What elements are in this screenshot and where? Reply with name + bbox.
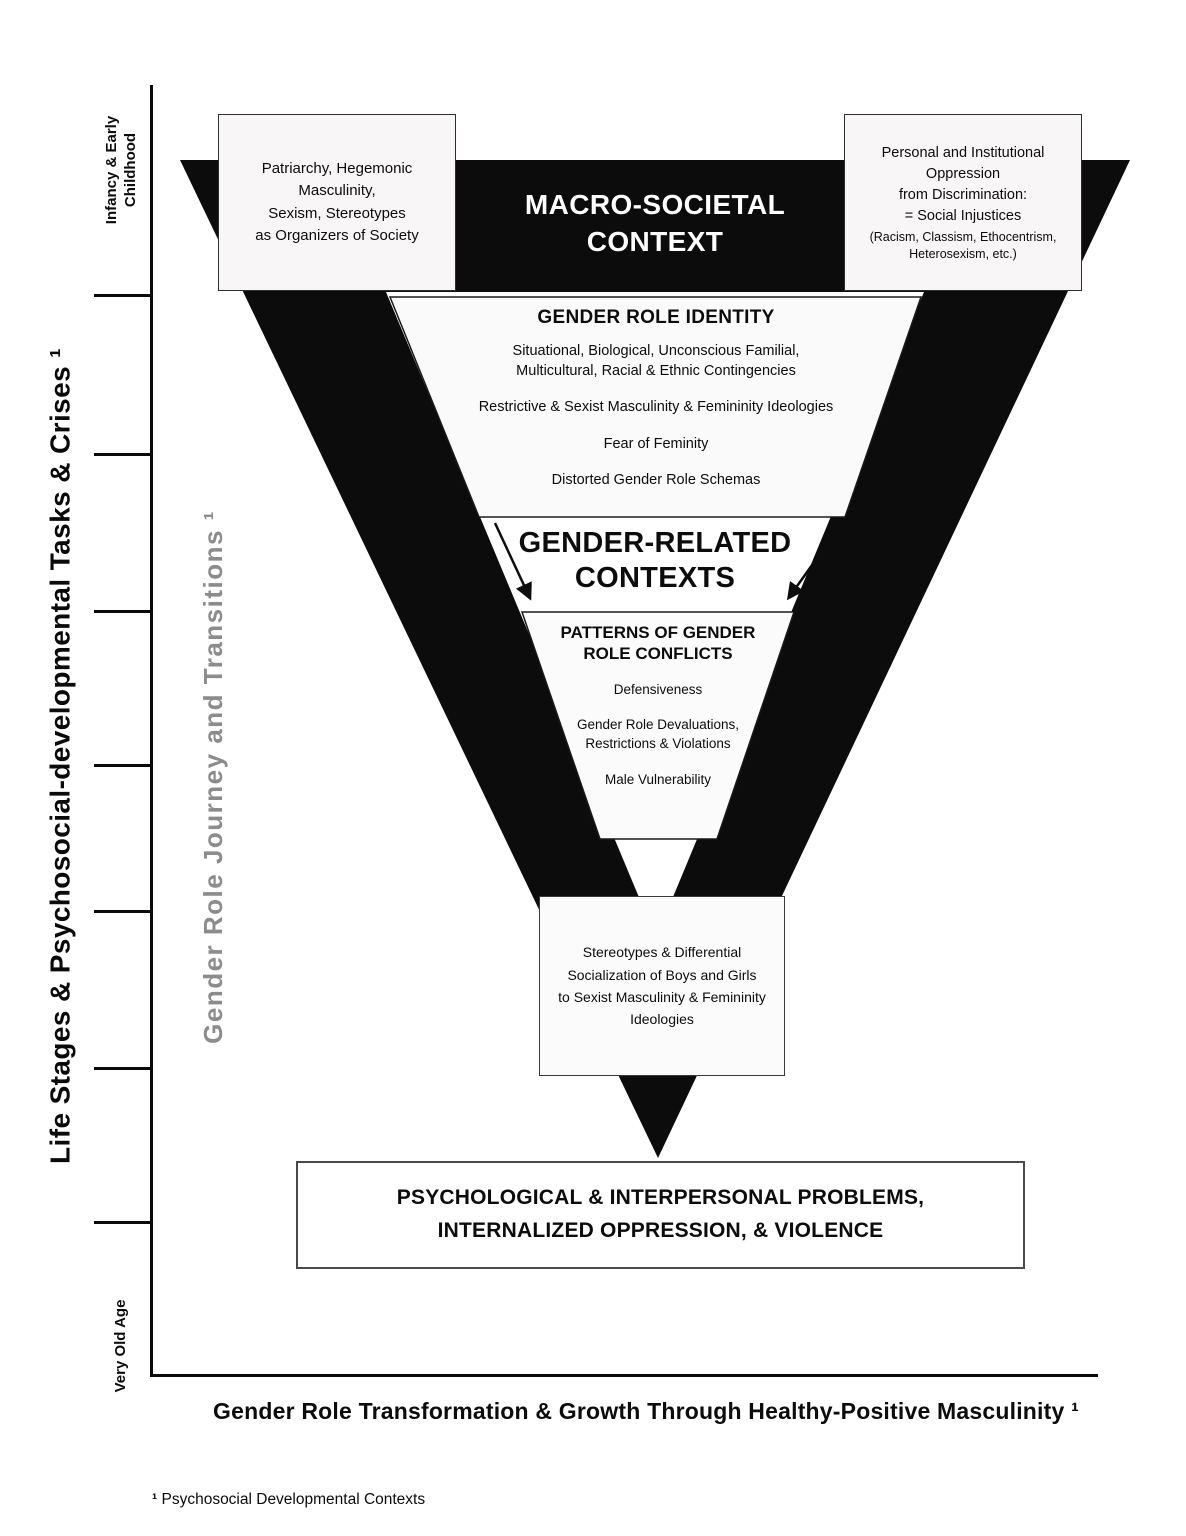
x-axis-line — [150, 1374, 1098, 1377]
identity-item: Situational, Biological, Unconscious Fam… — [512, 343, 800, 379]
x-axis-label: Gender Role Transformation & Growth Thro… — [213, 1398, 1079, 1424]
patterns-item: Defensiveness — [613, 681, 703, 697]
y-axis-tick — [94, 764, 152, 767]
oppression-context-box: Personal and Institutional Oppression fr… — [844, 114, 1082, 291]
life-stages-axis-label: Life Stages & Psychosocial-developmental… — [44, 348, 76, 1164]
identity-item: Restrictive & Sexist Masculinity & Femin… — [478, 399, 834, 416]
y-axis-tick — [94, 1221, 152, 1224]
socialization-box: Stereotypes & Differential Socialization… — [539, 896, 785, 1076]
oppression-context-subtext: (Racism, Classism, Ethocentrism, Heteros… — [869, 229, 1057, 261]
identity-item: Distorted Gender Role Schemas — [551, 472, 761, 489]
very-old-age-label: Very Old Age — [112, 1299, 129, 1393]
patriarchy-context-box: Patriarchy, Hegemonic Masculinity, Sexis… — [218, 114, 456, 291]
gender-role-journey-label: Gender Role Journey and Transitions ¹ — [198, 510, 228, 1044]
y-axis-tick — [94, 910, 152, 913]
y-axis-tick — [94, 610, 152, 613]
y-axis-tick — [94, 294, 152, 297]
infancy-early-childhood-label: Infancy & Early Childhood — [103, 115, 139, 225]
patterns-section: PATTERNS OF GENDER ROLE CONFLICTS Defens… — [520, 622, 796, 807]
gender-role-identity-section: GENDER ROLE IDENTITY Situational, Biolog… — [436, 307, 876, 508]
identity-item: Fear of Feminity — [603, 435, 709, 452]
left-flow-arrow — [493, 522, 532, 601]
patterns-item: Gender Role Devaluations, Restrictions &… — [576, 717, 740, 752]
patterns-title: PATTERNS OF GENDER ROLE CONFLICTS — [560, 623, 756, 664]
y-axis-tick — [94, 1067, 152, 1070]
gender-related-contexts-title: GENDER-RELATED CONTEXTS — [518, 527, 792, 595]
oppression-context-text: Personal and Institutional Oppression fr… — [881, 144, 1045, 224]
footnote-marker: ¹ — [152, 1491, 158, 1508]
y-axis-line — [150, 85, 153, 1377]
patterns-trapezoid — [520, 611, 796, 840]
right-flow-arrow — [786, 522, 844, 601]
y-axis-tick — [94, 453, 152, 456]
footnote-text: Psychosocial Developmental Contexts — [161, 1491, 426, 1508]
gender-role-identity-trapezoid — [388, 296, 923, 518]
outcome-box: PSYCHOLOGICAL & INTERPERSONAL PROBLEMS, … — [296, 1161, 1025, 1269]
macro-societal-context-title: MACRO-SOCIETAL CONTEXT — [524, 189, 786, 257]
gender-role-identity-title: GENDER ROLE IDENTITY — [537, 307, 775, 328]
patterns-item: Male Vulnerability — [604, 772, 712, 788]
footnote: ¹ Psychosocial Developmental Contexts — [152, 1491, 425, 1509]
